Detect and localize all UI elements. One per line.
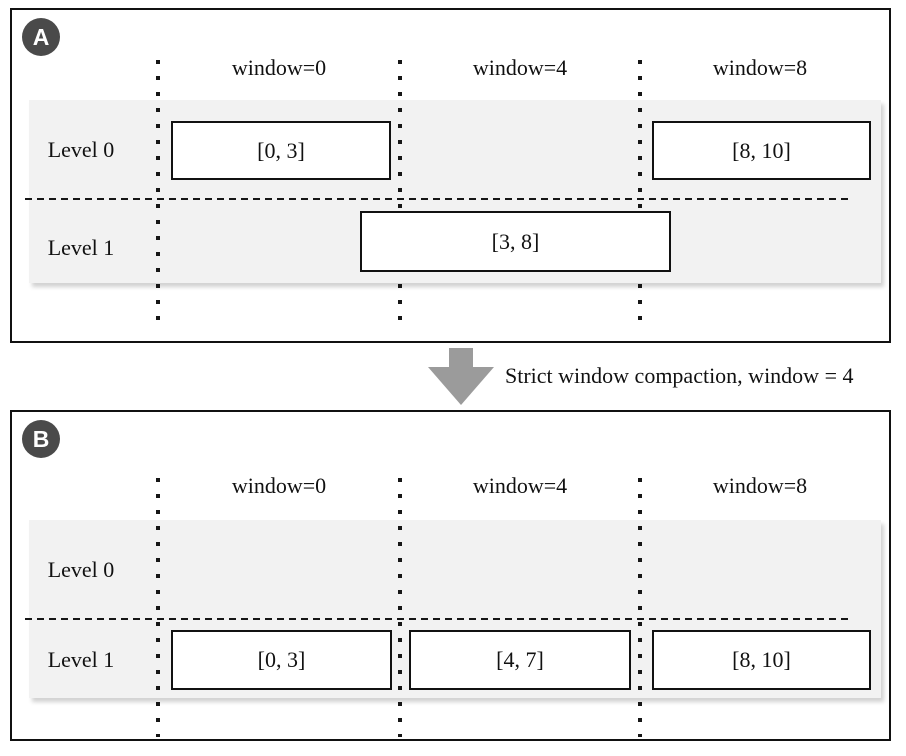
column-header-window-4: window=4 xyxy=(472,473,568,498)
window-boundary-dotted-line xyxy=(156,478,160,737)
sstable-box: [0, 3] xyxy=(171,121,391,180)
window-boundary-dotted-line xyxy=(398,60,402,320)
column-header-window-8: window=8 xyxy=(712,55,808,80)
panel-a-badge: A xyxy=(22,18,60,56)
row-label-level-0: Level 0 xyxy=(47,137,115,162)
sstable-box: [0, 3] xyxy=(171,630,392,690)
level-divider-dashed-line xyxy=(25,198,850,200)
sstable-box: [4, 7] xyxy=(409,630,631,690)
row-label-level-1: Level 1 xyxy=(47,647,115,672)
panel-b-badge: B xyxy=(22,420,60,458)
arrow-down-icon xyxy=(428,348,494,405)
window-boundary-dotted-line xyxy=(638,478,642,737)
sstable-box: [8, 10] xyxy=(652,121,871,180)
panel-b: B window=0 window=4 window=8 Level 0 Lev… xyxy=(10,410,891,741)
column-header-window-0: window=0 xyxy=(231,473,327,498)
sstable-box: [3, 8] xyxy=(360,211,671,272)
row-label-level-1: Level 1 xyxy=(47,235,115,260)
panel-a: A window=0 window=4 window=8 Level 0 Lev… xyxy=(10,8,891,343)
column-header-window-8: window=8 xyxy=(712,473,808,498)
window-boundary-dotted-line xyxy=(638,60,642,320)
column-header-window-4: window=4 xyxy=(472,55,568,80)
window-boundary-dotted-line xyxy=(156,60,160,320)
row-label-level-0: Level 0 xyxy=(47,557,115,582)
window-boundary-dotted-line xyxy=(398,478,402,737)
level-divider-dashed-line xyxy=(25,618,850,620)
transition-label: Strict window compaction, window = 4 xyxy=(505,363,854,388)
sstable-box: [8, 10] xyxy=(652,630,871,690)
column-header-window-0: window=0 xyxy=(231,55,327,80)
